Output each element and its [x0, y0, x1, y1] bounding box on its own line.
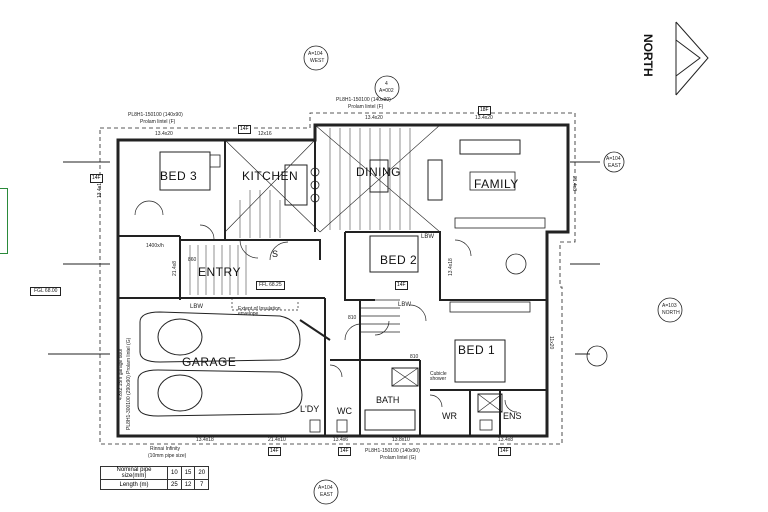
room-bed2: BED 2	[380, 253, 418, 267]
rinnai-note: Rinnai Infinity	[150, 446, 181, 452]
lbw-label: LBW	[421, 234, 435, 240]
kitchen-island	[284, 164, 308, 206]
table-cell: 10	[167, 466, 182, 480]
cubicle-shower-note: Cubicle shower	[430, 371, 447, 382]
lintel-tag: 14F	[498, 447, 511, 456]
lintel-label: Prolam lintel (G)	[380, 455, 417, 461]
lintel-label: Prolam lintel (F)	[140, 119, 176, 125]
dimension: 21.4x8	[571, 176, 577, 192]
bed2-bed	[369, 235, 419, 273]
steps	[360, 299, 400, 333]
lintel-label-vertical: PL8H1-300100 (290x90) Prolam lintel (G)	[126, 337, 132, 430]
lintel-label: Prolam lintel (F)	[348, 104, 384, 110]
dimension: 13.4x18	[448, 258, 454, 276]
fgl-label: FGL 68.00	[30, 287, 62, 296]
lintel-tag: 14F	[395, 281, 408, 290]
dimension: 810	[410, 354, 419, 360]
room-bed3: BED 3	[160, 169, 198, 183]
section-marker: WEST	[310, 58, 325, 64]
room-kitchen: KITCHEN	[242, 169, 299, 183]
family-sofa	[459, 139, 521, 155]
section-line-left	[48, 161, 110, 355]
door-swings	[117, 200, 518, 436]
dimension: 12x16	[258, 131, 272, 137]
dimension: 13.4x8	[498, 437, 514, 443]
lintel-tag: 14F	[338, 447, 351, 456]
lintel-tag: 14F	[238, 125, 251, 134]
section-marker: EAST	[608, 163, 622, 169]
lintel-tag: 14F	[90, 174, 103, 183]
table-cell: 20	[194, 466, 210, 480]
dimension: 13.4x6	[333, 437, 349, 443]
room-ens: ENS	[503, 411, 522, 421]
dimension: 21.4x8	[172, 260, 178, 276]
dining-hatch	[189, 128, 411, 295]
selection-marker	[0, 188, 8, 254]
bath-tub	[364, 409, 416, 431]
table-cell: 12	[180, 479, 196, 490]
room-dining: DINING	[356, 165, 401, 179]
roof-outline	[99, 112, 576, 445]
room-bed1: BED 1	[458, 343, 496, 357]
room-wr: WR	[442, 411, 457, 421]
lintel-tag: 18F	[478, 106, 491, 115]
table-cell: 25	[167, 479, 182, 490]
bed3-bed	[159, 151, 211, 191]
pipe-size-table: Nominal pipe size(mm) 10 15 20 Length (m…	[100, 466, 210, 490]
lintel-label: PL8H1-150100 (140x90)	[128, 112, 183, 118]
table-cell: 7	[194, 479, 210, 490]
dimension: 860	[188, 257, 197, 263]
dimension: 13.4x18	[196, 437, 214, 443]
table-cell: Nominal pipe size(mm)	[100, 466, 168, 480]
car-1	[139, 311, 301, 363]
north-arrow-icon	[675, 21, 709, 96]
section-marker: A=104	[606, 156, 621, 162]
north-label: NORTH	[641, 34, 655, 77]
insulation-envelope	[231, 298, 299, 311]
section-marker: A=103	[662, 303, 677, 309]
external-wall	[116, 123, 570, 438]
dining-table	[369, 159, 389, 193]
dimension: 13.4x20	[365, 115, 383, 121]
room-garage: GARAGE	[182, 355, 237, 369]
insulation-note: Extent of Insulation envelope	[238, 306, 281, 317]
dimension: 11x20	[548, 336, 554, 350]
section-marker: A=104	[308, 51, 323, 57]
section-marker: 4	[385, 81, 388, 87]
dimension: 21.4x10	[268, 437, 286, 443]
ffl-label: FFL 68.25	[256, 281, 285, 290]
dimension: 13.4x20	[155, 131, 173, 137]
section-marker: EAST	[320, 492, 334, 498]
store-label: S	[272, 249, 279, 259]
table-cell: 15	[180, 466, 196, 480]
room-bath: BATH	[376, 395, 400, 405]
car-2	[137, 369, 303, 417]
lbw-label: LBW	[398, 302, 412, 308]
lintel-tag: 14F	[268, 447, 281, 456]
room-wc: WC	[337, 406, 352, 416]
rinnai-note-sub: (10mm pipe size)	[148, 453, 187, 459]
section-marker: A=104	[318, 485, 333, 491]
dimension: 13.8x10	[392, 437, 410, 443]
lintel-label: PL8H1-150100 (140x90)	[365, 448, 420, 454]
lintel-label: PL8H1-150100 (140x90)	[336, 97, 391, 103]
room-entry: ENTRY	[198, 265, 241, 279]
garage-door-label: 4.8x2.15m garage door	[118, 348, 124, 400]
room-laundry: L'DY	[300, 404, 320, 414]
table-cell: Length (m)	[100, 479, 168, 490]
room-family: FAMILY	[474, 177, 519, 191]
table-row: Length (m) 25 12 7	[100, 479, 210, 490]
section-marker: A=002	[379, 88, 394, 94]
section-marker: NORTH	[662, 310, 680, 316]
dimension: 810	[348, 315, 357, 321]
lbw-label: LBW	[190, 304, 204, 310]
dimension: 1400x/h	[146, 243, 164, 249]
dimension: 13.4x20	[475, 115, 493, 121]
table-row: Nominal pipe size(mm) 10 15 20	[100, 466, 210, 480]
bed1-bed	[454, 339, 506, 383]
